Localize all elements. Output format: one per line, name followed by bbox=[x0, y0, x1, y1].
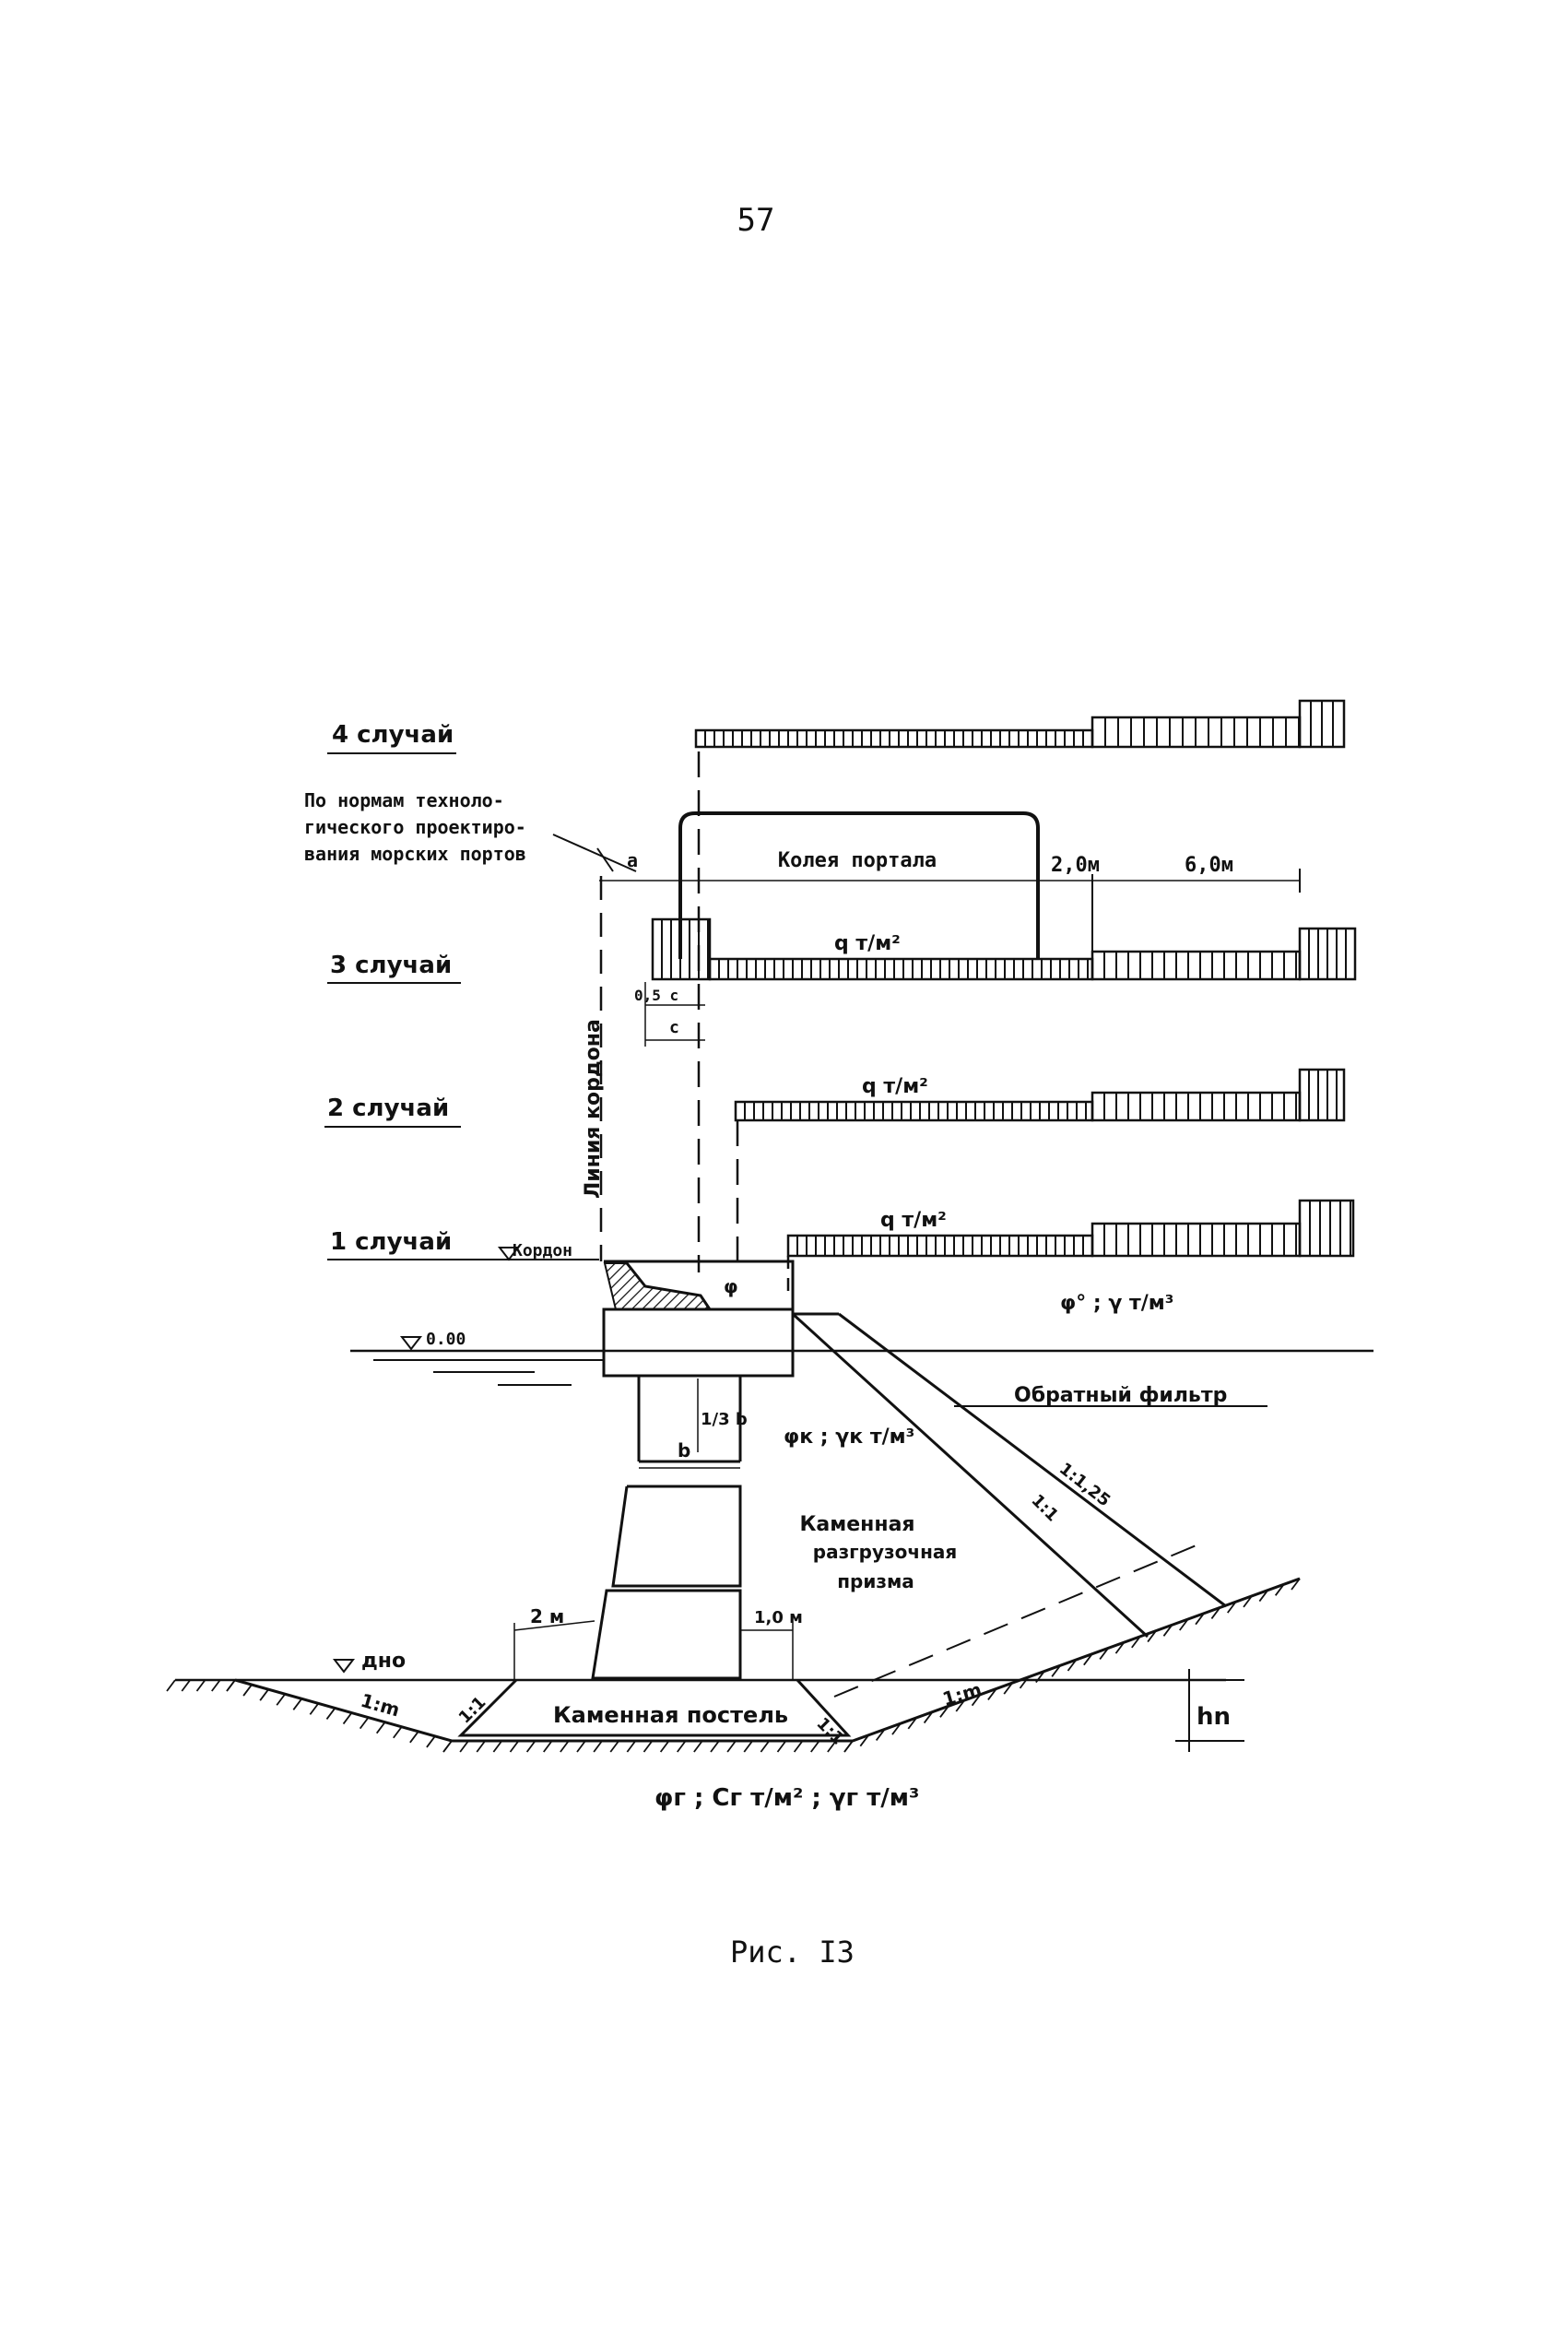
prism-label-3: призма bbox=[837, 1570, 914, 1592]
gauge-label: Колея портала bbox=[778, 849, 937, 872]
ground-props-label: φг ; Сг т/м² ; γг т/м³ bbox=[654, 1784, 919, 1812]
filter-label: Обратный фильтр bbox=[1014, 1384, 1227, 1407]
case-1-row: 1 случай Кордон q т/м² bbox=[327, 1199, 1355, 1261]
prism-label-2: разгрузочная bbox=[813, 1541, 957, 1563]
slope-1-label: 1:1 bbox=[1027, 1491, 1062, 1526]
dim-c: с bbox=[669, 1018, 679, 1037]
prism-label-1: Каменная bbox=[799, 1513, 914, 1536]
dim-2m: 2,0м bbox=[1051, 854, 1100, 877]
wall-props-label: φк ; γк т/м³ bbox=[784, 1426, 914, 1449]
cap-hatch bbox=[603, 1262, 712, 1310]
ground-slope-right: 1:m bbox=[940, 1678, 984, 1710]
bottom-label: дно bbox=[361, 1650, 406, 1673]
case-4-load bbox=[694, 699, 1346, 749]
note-line-2: гического проектиро- bbox=[304, 816, 526, 838]
page-number: 57 bbox=[737, 202, 775, 239]
zero-level-label: 0.00 bbox=[426, 1330, 466, 1349]
dim-half-c: 0,5 с bbox=[634, 987, 678, 1004]
case-3-load-label: q т/м² bbox=[834, 932, 901, 955]
case-3-row: 3 случай q т/м² 0,5 с с bbox=[327, 917, 1357, 1047]
note-line-1: По нормам техноло- bbox=[304, 789, 504, 811]
angle-label: φ bbox=[724, 1275, 738, 1297]
one-third-b-label: 1/3 b bbox=[701, 1410, 748, 1429]
case-4-label: 4 случай bbox=[332, 721, 454, 749]
water-level: 0.00 bbox=[350, 1330, 1373, 1386]
bed-slope-left: 1:1 bbox=[455, 1693, 490, 1728]
seabed: Каменная постель 1:1 1:1 1:m 1:m дно 2 м… bbox=[166, 1577, 1301, 1753]
case-2-row: 2 случай q т/м² bbox=[324, 1068, 1346, 1128]
kordon-label: Кордон bbox=[513, 1241, 572, 1260]
case-1-load-label: q т/м² bbox=[880, 1209, 947, 1232]
portal-gauge: Колея портала a 2,0м 6,0м bbox=[596, 811, 1301, 959]
bed-label: Каменная постель bbox=[553, 1702, 788, 1728]
dim-a: a bbox=[627, 849, 638, 871]
dim-6m: 6,0м bbox=[1185, 854, 1233, 877]
quay-wall: φ 1/3 b b bbox=[591, 1260, 795, 1680]
case-2-load-label: q т/м² bbox=[862, 1075, 928, 1098]
b-label: b bbox=[678, 1439, 690, 1461]
kordon-line: Линия кордона bbox=[582, 876, 605, 1261]
two-m-label: 2 м bbox=[530, 1605, 564, 1627]
case-2-label: 2 случай bbox=[327, 1095, 449, 1122]
soil-props-label: φ° ; γ т/м³ bbox=[1060, 1292, 1173, 1315]
note-line-3: вания морских портов bbox=[304, 843, 526, 865]
case-1-label: 1 случай bbox=[330, 1228, 452, 1256]
hn-label: hn bbox=[1197, 1703, 1231, 1731]
standards-note: По нормам техноло- гического проектиро- … bbox=[304, 789, 637, 872]
figure-caption: Рис. I3 bbox=[730, 1935, 855, 1970]
one-m-label: 1,0 м bbox=[754, 1608, 803, 1627]
filter-slopes: Обратный фильтр 1:1,25 1:1 bbox=[791, 1312, 1267, 1698]
case-3-label: 3 случай bbox=[330, 952, 452, 979]
case-4-row: 4 случай bbox=[327, 699, 1346, 754]
kordon-line-label: Линия кордона bbox=[582, 1019, 605, 1199]
